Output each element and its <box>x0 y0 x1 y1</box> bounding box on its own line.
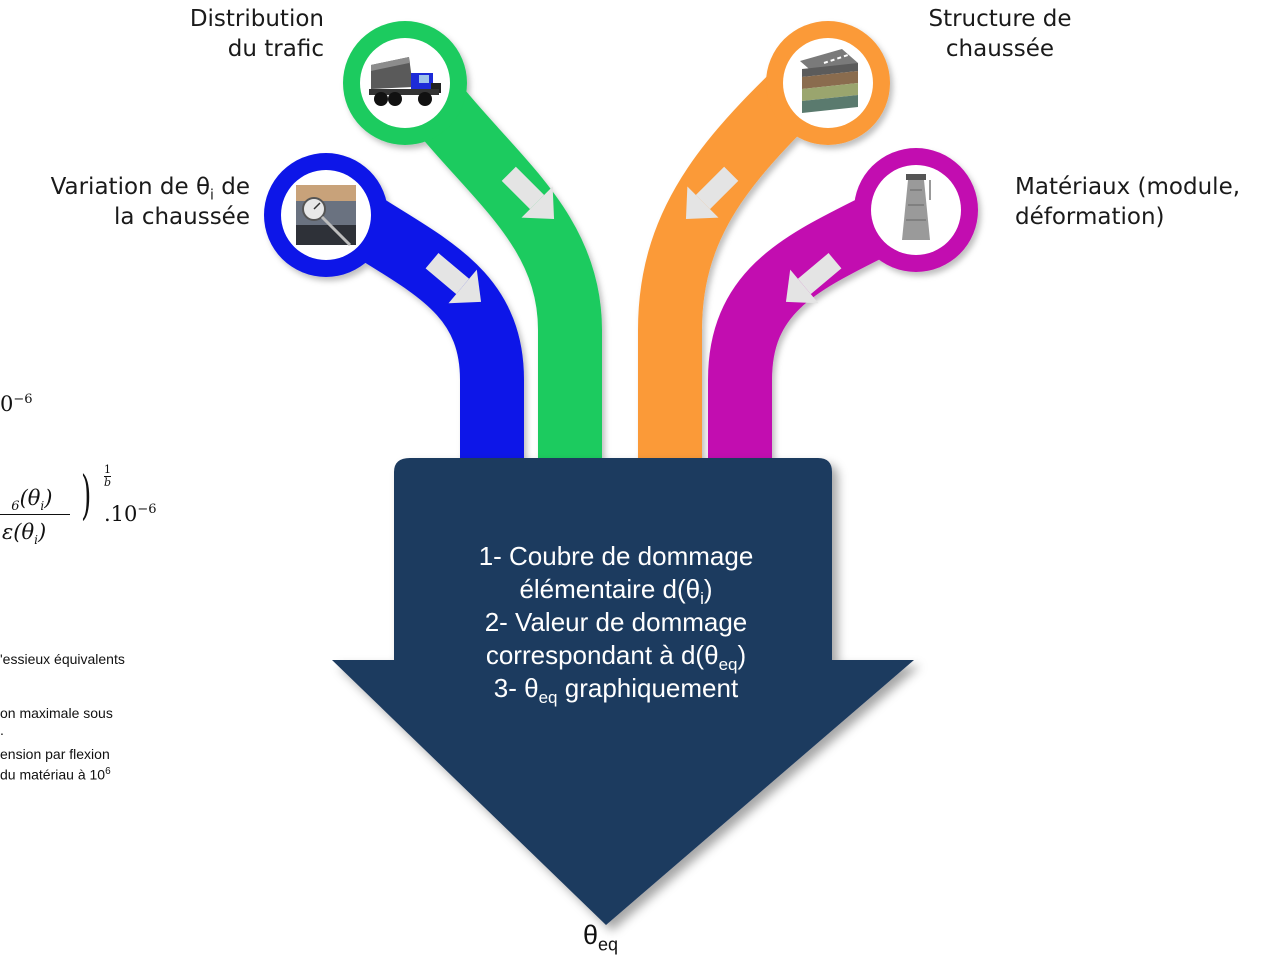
note-fragment-3b: du matériau à 106 <box>0 766 111 783</box>
main-arrow-shape <box>332 458 914 925</box>
label-structure-line2: chaussée <box>945 36 1055 62</box>
flow-arrow-trafic <box>501 166 555 220</box>
main-line-2: élémentaire d(θi) <box>519 574 713 609</box>
pavement-layers-icon <box>800 49 858 113</box>
equation-fraction-numerator: ε6(θi) <box>11 486 53 515</box>
flow-arrow-materiaux <box>785 253 842 304</box>
label-materiaux-line2: déformation) <box>1015 204 1165 230</box>
label-temperature-line1: Variation de θi de <box>50 174 250 204</box>
note-fragment-1: 'essieux équivalents <box>0 651 125 667</box>
label-materiaux: Matériaux (module, déformation) <box>1015 172 1275 232</box>
main-line-5: 3- θeq graphiquement <box>493 673 739 708</box>
thermometer-icon <box>296 185 356 247</box>
main-box-text: 1- Coubre de dommage élémentaire d(θi) 2… <box>400 540 832 708</box>
main-line-4: correspondant à d(θeq) <box>485 640 747 675</box>
equation-fraction-bar <box>0 514 70 515</box>
flow-arrow-structure <box>685 166 739 220</box>
note-fragment-3a: ension par flexion <box>0 746 110 762</box>
equation-power: 1 b <box>104 463 112 489</box>
equation-fragment-1: 0−6 <box>0 392 33 416</box>
note-fragment-2a: on maximale sous <box>0 705 113 721</box>
label-trafic: Distribution du trafic <box>150 4 324 64</box>
flow-arrow-temperature <box>425 253 482 304</box>
label-structure: Structure de chaussée <box>900 4 1100 64</box>
note-fragment-2b: . <box>0 722 4 738</box>
label-trafic-line2: du trafic <box>227 36 324 62</box>
flow-arrows <box>425 166 842 304</box>
stream-materiaux <box>708 148 978 460</box>
output-theta-eq: θeq <box>583 920 619 955</box>
main-line-1: 1- Coubre de dommage <box>478 541 754 571</box>
label-structure-line1: Structure de <box>928 6 1072 32</box>
equation-paren-close: ) <box>81 466 92 526</box>
equation-fraction-denominator: ε(θi) <box>2 520 47 548</box>
dump-truck-icon <box>369 57 441 106</box>
equation-tail: .10−6 <box>104 502 157 526</box>
main-line-3: 2- Valeur de dommage <box>484 607 748 637</box>
label-temperature: Variation de θi de la chaussée <box>20 172 250 232</box>
equation-fragment-2: ε6(θi) ε(θi) ) 1 b .10−6 <box>0 464 160 576</box>
fatigue-test-icon <box>902 174 931 240</box>
label-temperature-line2: la chaussée <box>114 204 250 230</box>
label-trafic-line1: Distribution <box>189 6 324 32</box>
label-materiaux-line1: Matériaux (module, <box>1015 174 1241 200</box>
